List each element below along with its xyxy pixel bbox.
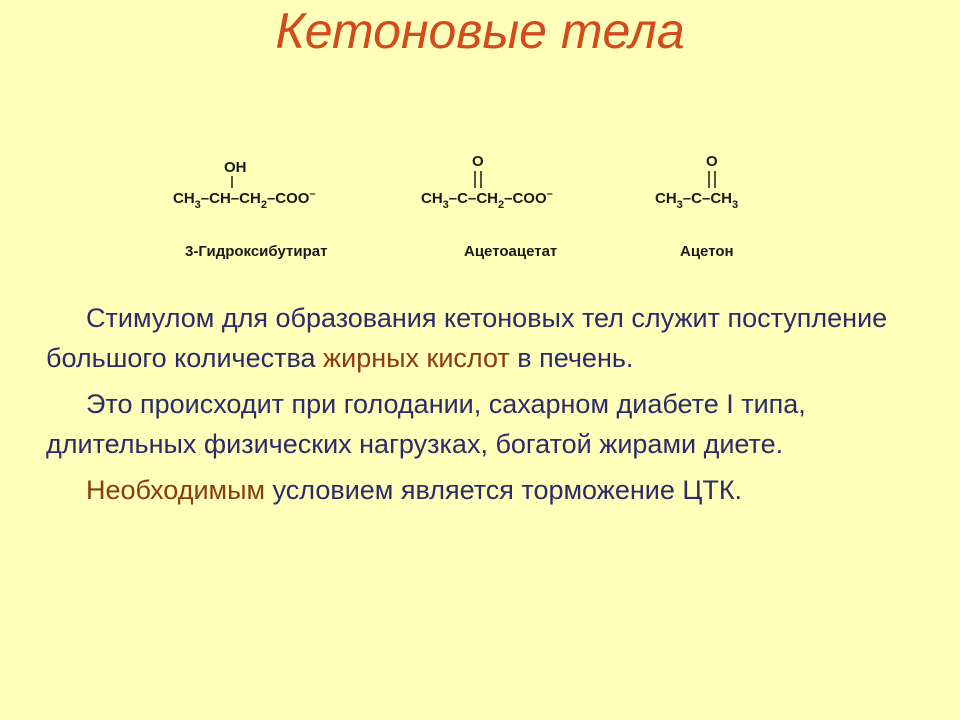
paragraph-1-highlight: жирных кислот <box>323 343 510 373</box>
paragraph-stimulus: Стимулом для образования кетоновых тел с… <box>46 298 916 378</box>
formula-acetone: O CH3–C–CH3 Ацетон <box>655 153 738 260</box>
formula-3-top-group: O <box>706 153 718 170</box>
paragraph-requirement: Необходимым условием является торможение… <box>46 470 916 510</box>
paragraph-1-text-b: в печень. <box>509 343 634 373</box>
formula-acetoacetate: O CH3–C–CH2–COO– Ацетоацетат <box>421 153 557 260</box>
formula-1-structure: CH3–CH–CH2–COO– <box>173 188 316 211</box>
formula-2-structure: CH3–C–CH2–COO– <box>421 188 553 211</box>
paragraph-3-text: условием является торможение ЦТК. <box>265 475 743 505</box>
paragraph-conditions: Это происходит при голодании, сахарном д… <box>46 389 806 459</box>
paragraph-1-text-a: Стимулом для образования кетоновых тел с… <box>46 303 888 373</box>
formula-2-top-group: O <box>472 153 484 170</box>
structural-formulas: OH CH3–CH–CH2–COO– 3-Гидроксибутират O C… <box>0 140 960 280</box>
formula-2-name: Ацетоацетат <box>464 243 557 260</box>
slide-title: Кетоновые тела <box>275 3 685 59</box>
slide-body: Стимулом для образования кетоновых тел с… <box>46 298 916 516</box>
formula-1-name: 3-Гидроксибутират <box>185 243 327 260</box>
formula-1-top-group: OH <box>224 159 247 176</box>
formula-hydroxybutyrate: OH CH3–CH–CH2–COO– 3-Гидроксибутират <box>173 159 327 260</box>
formula-3-structure: CH3–C–CH3 <box>655 190 738 211</box>
formulas-svg: OH CH3–CH–CH2–COO– 3-Гидроксибутират O C… <box>173 153 738 260</box>
paragraph-3-highlight: Необходимым <box>86 475 266 505</box>
formula-3-name: Ацетон <box>680 243 734 260</box>
